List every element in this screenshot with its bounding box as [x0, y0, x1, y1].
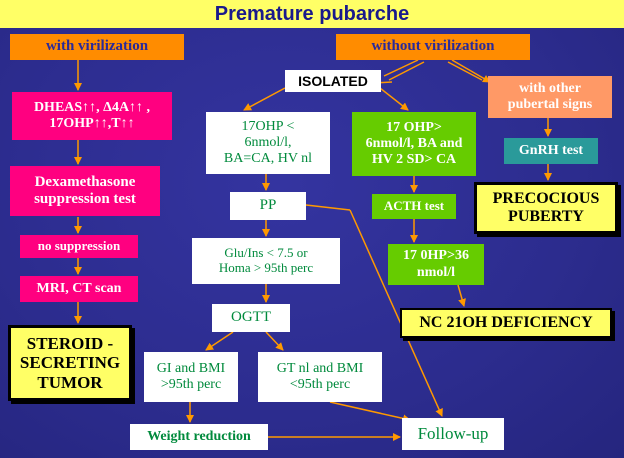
gt-bmi-nl-box: GT nl and BMI <95th perc: [258, 352, 382, 402]
arrow-without-othersigns: [451, 59, 491, 83]
glu-ins-box: Glu/Ins < 7.5 or Homa > 95th perc: [192, 238, 340, 284]
acth-test-box: ACTH test: [372, 194, 456, 219]
weight-reduction-box: Weight reduction: [130, 424, 268, 450]
pp-box: PP: [230, 192, 306, 220]
androgens-box: DHEAS↑↑, Δ4A↑↑ , 17OHP↑↑,T↑↑: [12, 92, 172, 140]
no-suppression-box: no suppression: [20, 235, 138, 258]
arrow-pp-follow-2: [349, 209, 443, 417]
arrow-ogtt-gi: [205, 331, 234, 351]
precocious-puberty-box: PRECOCIOUS PUBERTY: [474, 182, 618, 234]
arrow-gt-follow: [329, 401, 411, 423]
arrow-isolated-ohphigh: [379, 87, 409, 111]
without-virilization-box: without virilization: [336, 34, 530, 60]
follow-up-box: Follow-up: [402, 418, 504, 450]
dexamethasone-test-box: Dexamethasone suppression test: [10, 166, 160, 216]
arrow-ohp36-nc21: [457, 284, 466, 307]
page-title: Premature pubarche: [0, 0, 624, 28]
gnrh-test-box: GnRH test: [504, 138, 598, 164]
ohp-high-box: 17 OHP> 6nmol/l, BA and HV 2 SD> CA: [352, 112, 476, 176]
arrow-pp-follow: [305, 204, 351, 211]
with-other-signs-box: with other pubertal signs: [488, 76, 612, 118]
ohp-low-box: 17OHP < 6nmol/l, BA=CA, HV nl: [206, 112, 330, 174]
double-arrow-without-othersigns: [447, 61, 483, 81]
steroid-tumor-box: STEROID - SECRETING TUMOR: [8, 325, 132, 401]
ogtt-box: OGTT: [212, 304, 290, 332]
double-arrow-without-isolated: [372, 59, 425, 84]
ohp-36-box: 17 0HP>36 nmol/l: [388, 244, 484, 285]
arrow-ogtt-gt: [265, 331, 284, 351]
mri-ct-box: MRI, CT scan: [20, 276, 138, 302]
nc21oh-deficiency-box: NC 21OH DEFICIENCY: [400, 308, 612, 338]
arrow-isolated-ohplow: [243, 87, 286, 111]
with-virilization-box: with virilization: [10, 34, 184, 60]
gi-bmi-high-box: GI and BMI >95th perc: [144, 352, 238, 402]
isolated-box: ISOLATED: [285, 70, 381, 92]
